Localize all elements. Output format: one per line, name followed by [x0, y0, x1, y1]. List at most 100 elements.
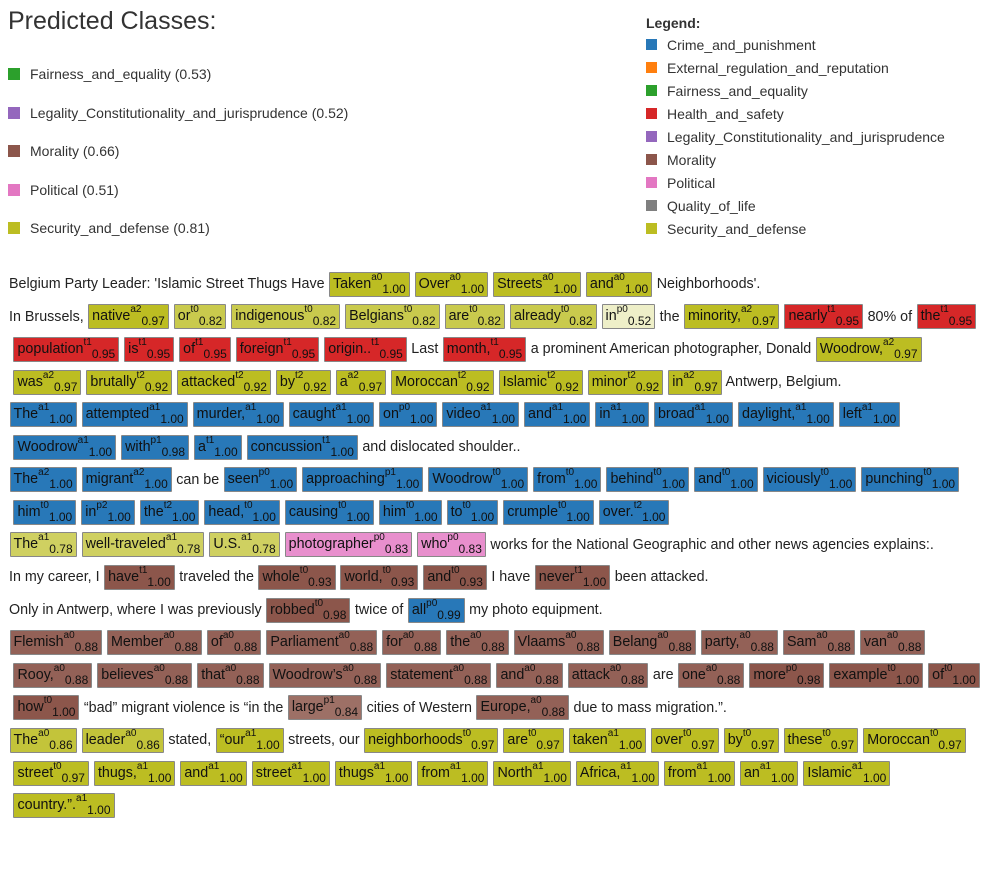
annotated-token[interactable]: lefta11.00	[838, 402, 901, 428]
annotated-token[interactable]: Parliamenta00.88	[266, 630, 378, 656]
annotated-token[interactable]: attacka00.88	[567, 662, 649, 688]
annotated-token[interactable]: daylight,a11.00	[738, 402, 834, 428]
annotated-token[interactable]: approachingp11.00	[302, 467, 424, 493]
annotated-token[interactable]: Africa,a11.00	[575, 760, 659, 786]
annotated-token[interactable]: Moroccant00.97	[863, 728, 966, 754]
annotated-token[interactable]: photographerp00.83	[284, 532, 413, 558]
annotated-token[interactable]: videoa11.00	[442, 402, 520, 428]
annotated-token[interactable]: howt01.00	[13, 695, 80, 721]
annotated-token[interactable]: well-traveleda10.78	[81, 532, 205, 558]
annotated-token[interactable]: Woodrowt01.00	[428, 467, 529, 493]
annotated-token[interactable]: month,t10.95	[442, 336, 527, 362]
annotated-token[interactable]: streett00.97	[13, 760, 89, 786]
annotated-token[interactable]: withp10.98	[121, 434, 190, 460]
annotated-token[interactable]: aret00.97	[503, 728, 564, 754]
annotated-token[interactable]: anda11.00	[524, 402, 591, 428]
annotated-token[interactable]: himt01.00	[13, 499, 77, 525]
annotated-token[interactable]: concussiont11.00	[246, 434, 358, 460]
annotated-token[interactable]: Thea11.00	[9, 402, 77, 428]
annotated-token[interactable]: Rooy,a00.88	[13, 662, 93, 688]
annotated-token[interactable]: oft01.00	[928, 662, 980, 688]
annotated-token[interactable]: leadera00.86	[81, 728, 164, 754]
annotated-token[interactable]: onp01.00	[379, 402, 438, 428]
annotated-token[interactable]: onea00.88	[678, 662, 745, 688]
annotated-token[interactable]: thet10.95	[916, 304, 977, 330]
annotated-token[interactable]: vana00.88	[859, 630, 926, 656]
annotated-token[interactable]: world,t00.93	[340, 565, 419, 591]
annotated-token[interactable]: anda00.88	[496, 662, 563, 688]
annotated-token[interactable]: havet11.00	[104, 565, 175, 591]
annotated-token[interactable]: byt00.97	[723, 728, 779, 754]
annotated-token[interactable]: thugs,a11.00	[93, 760, 176, 786]
annotated-token[interactable]: fromt01.00	[533, 467, 602, 493]
annotated-token[interactable]: Woodrow,a20.97	[815, 336, 922, 362]
annotated-token[interactable]: punchingt01.00	[861, 467, 960, 493]
annotated-token[interactable]: Northa11.00	[493, 760, 571, 786]
annotated-token[interactable]: ort00.82	[173, 304, 227, 330]
annotated-token[interactable]: oft10.95	[179, 336, 231, 362]
annotated-token[interactable]: Woodrow’sa00.88	[268, 662, 382, 688]
annotated-token[interactable]: Flemisha00.88	[9, 630, 103, 656]
annotated-token[interactable]: “oura11.00	[215, 728, 284, 754]
annotated-token[interactable]: examplet01.00	[829, 662, 924, 688]
annotated-token[interactable]: allp00.99	[407, 597, 465, 623]
annotated-token[interactable]: Thea21.00	[9, 467, 77, 493]
annotated-token[interactable]: theset00.97	[783, 728, 859, 754]
annotated-token[interactable]: Woodrowa11.00	[13, 434, 117, 460]
annotated-token[interactable]: ist10.95	[124, 336, 175, 362]
annotated-token[interactable]: ina11.00	[595, 402, 649, 428]
annotated-token[interactable]: anda01.00	[585, 271, 653, 297]
annotated-token[interactable]: Streetsa01.00	[493, 271, 581, 297]
annotated-token[interactable]: Islamict20.92	[498, 369, 583, 395]
annotated-token[interactable]: broada11.00	[653, 402, 734, 428]
annotated-token[interactable]: brutallyt20.92	[86, 369, 173, 395]
annotated-token[interactable]: Belanga00.88	[608, 630, 696, 656]
annotated-token[interactable]: party,a00.88	[700, 630, 778, 656]
annotated-token[interactable]: populationt10.95	[13, 336, 120, 362]
annotated-token[interactable]: attempteda11.00	[81, 402, 188, 428]
annotated-token[interactable]: U.S.a10.78	[209, 532, 280, 558]
annotated-token[interactable]: country.”.a11.00	[13, 793, 115, 819]
annotated-token[interactable]: ana11.00	[739, 760, 799, 786]
annotated-token[interactable]: Vlaamsa00.88	[513, 630, 604, 656]
annotated-token[interactable]: Thea10.78	[9, 532, 77, 558]
annotated-token[interactable]: indigenoust00.82	[231, 304, 341, 330]
annotated-token[interactable]: streeta11.00	[251, 760, 330, 786]
annotated-token[interactable]: byt20.92	[275, 369, 331, 395]
annotated-token[interactable]: neighborhoodst00.97	[364, 728, 499, 754]
annotated-token[interactable]: fora00.88	[382, 630, 442, 656]
annotated-token[interactable]: nearlyt10.95	[784, 304, 864, 330]
annotated-token[interactable]: caughta11.00	[288, 402, 375, 428]
annotated-token[interactable]: overt00.97	[651, 728, 719, 754]
annotated-token[interactable]: nevert11.00	[534, 565, 611, 591]
annotated-token[interactable]: viciouslyt01.00	[762, 467, 857, 493]
annotated-token[interactable]: thata00.88	[197, 662, 264, 688]
annotated-token[interactable]: causingt01.00	[284, 499, 374, 525]
annotated-token[interactable]: anda11.00	[180, 760, 247, 786]
annotated-token[interactable]: thugsa11.00	[334, 760, 413, 786]
annotated-token[interactable]: behindt01.00	[606, 467, 690, 493]
annotated-token[interactable]: robbedt00.98	[266, 597, 351, 623]
annotated-token[interactable]: Takena01.00	[329, 271, 410, 297]
annotated-token[interactable]: Thea00.86	[9, 728, 77, 754]
annotated-token[interactable]: Islamica11.00	[803, 760, 891, 786]
annotated-token[interactable]: ofa00.88	[206, 630, 262, 656]
annotated-token[interactable]: takena11.00	[568, 728, 647, 754]
annotated-token[interactable]: minort20.92	[587, 369, 664, 395]
annotated-token[interactable]: Sama00.88	[782, 630, 855, 656]
annotated-token[interactable]: wholet00.93	[258, 565, 336, 591]
annotated-token[interactable]: Overa01.00	[414, 271, 489, 297]
annotated-token[interactable]: believesa00.88	[97, 662, 193, 688]
annotated-token[interactable]: wasa20.97	[13, 369, 82, 395]
annotated-token[interactable]: inp00.52	[601, 304, 656, 330]
annotated-token[interactable]: crumplet01.00	[503, 499, 594, 525]
annotated-token[interactable]: nativea20.97	[88, 304, 169, 330]
annotated-token[interactable]: thet21.00	[139, 499, 200, 525]
annotated-token[interactable]: over.t21.00	[598, 499, 670, 525]
annotated-token[interactable]: froma11.00	[417, 760, 489, 786]
annotated-token[interactable]: murder,a11.00	[192, 402, 284, 428]
annotated-token[interactable]: thea00.88	[446, 630, 509, 656]
annotated-token[interactable]: andt00.93	[423, 565, 487, 591]
annotated-token[interactable]: andt01.00	[694, 467, 758, 493]
annotated-token[interactable]: ina20.97	[668, 369, 722, 395]
